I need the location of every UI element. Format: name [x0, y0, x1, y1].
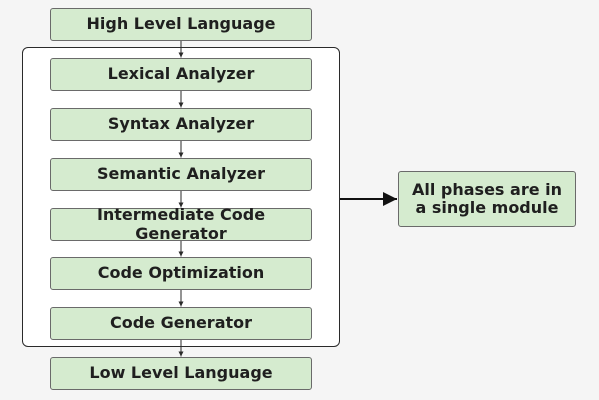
- single-module-group: [22, 47, 340, 347]
- code-optimization-box: Code Optimization: [50, 257, 312, 290]
- syntax-analyzer-box: Syntax Analyzer: [50, 108, 312, 141]
- intermediate-code-generator-box: Intermediate Code Generator: [50, 205, 312, 242]
- semantic-analyzer-box: Semantic Analyzer: [50, 158, 312, 191]
- single-module-note-box: All phases are in a single module: [398, 171, 576, 227]
- code-generator-box: Code Generator: [50, 307, 312, 340]
- high-level-language-box: High Level Language: [50, 8, 312, 41]
- lexical-analyzer-box: Lexical Analyzer: [50, 58, 312, 91]
- low-level-language-box: Low Level Language: [50, 357, 312, 390]
